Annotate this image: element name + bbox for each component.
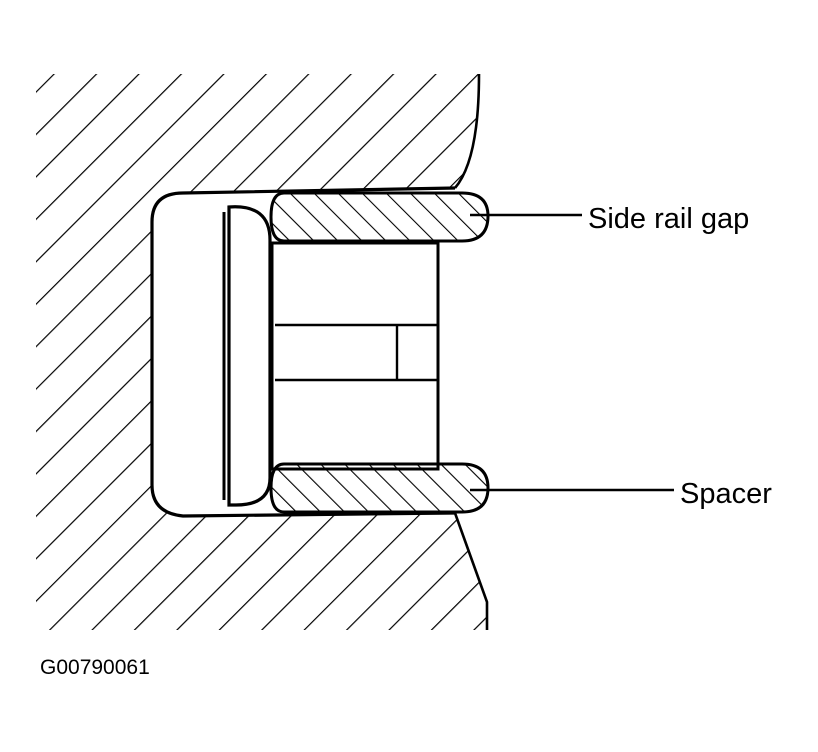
figure-code: G00790061 <box>40 656 150 679</box>
lower-side-rail <box>269 462 490 514</box>
upper-side-rail <box>269 191 490 243</box>
side-rail-gap-label: Side rail gap <box>588 203 750 235</box>
spacer-expander <box>222 205 440 507</box>
spacer-label: Spacer <box>680 478 772 510</box>
